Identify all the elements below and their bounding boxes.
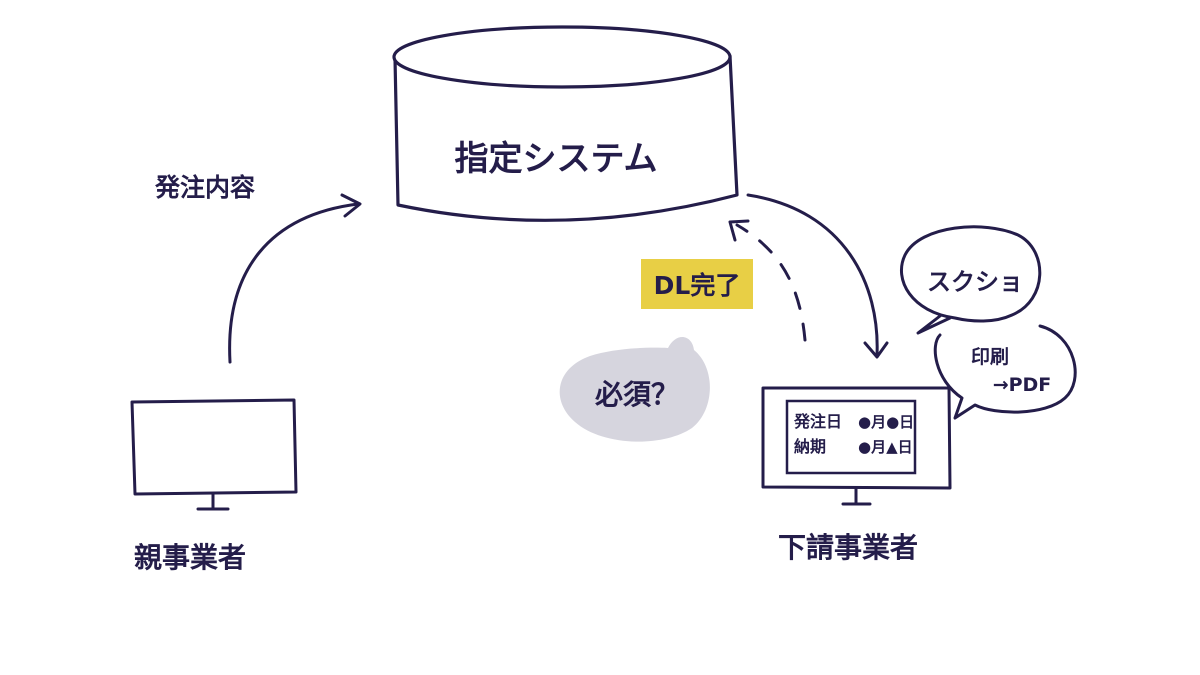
print-bubble: 印刷 →PDF — [933, 324, 1077, 420]
screenshot-bubble-shape — [899, 225, 1042, 335]
screenshot-bubble: スクショ — [899, 225, 1042, 335]
question-bubble-shape — [559, 336, 710, 442]
download-label-text: DL完了 — [654, 271, 741, 300]
sub-monitor-screen — [785, 399, 917, 475]
download-label: DL完了 — [641, 259, 753, 309]
parent-label: 親事業者 — [134, 541, 246, 574]
order-arrow-label: 発注内容 — [154, 173, 255, 202]
database-top — [392, 25, 732, 89]
question-bubble: 必須？ — [559, 336, 710, 442]
download-arrow — [728, 219, 807, 342]
delivery-arrow-head — [863, 341, 889, 359]
download-label-box — [641, 259, 753, 309]
order-arrow: 発注内容 — [154, 173, 362, 364]
sub-monitor: 発注日 ●月●日 納期 ●月▲日 下請事業者 — [761, 386, 952, 564]
sub-label: 下請事業者 — [778, 531, 918, 564]
screen-row-label-2: 納期 — [794, 437, 826, 456]
delivery-arrow-curve — [746, 193, 879, 357]
print-bubble-shape — [933, 324, 1077, 420]
delivery-arrow — [746, 193, 889, 359]
print-bubble-line2: →PDF — [993, 374, 1052, 396]
screen-row-value-1: ●月●日 — [858, 413, 914, 431]
download-arrow-head — [728, 219, 750, 242]
system-label: 指定システム — [455, 139, 658, 179]
database-body — [393, 54, 739, 222]
question-bubble-text: 必須？ — [595, 378, 679, 411]
screen-row-value-2: ●月▲日 — [858, 438, 913, 456]
parent-monitor-stand — [196, 492, 230, 511]
sub-monitor-stand — [841, 486, 872, 506]
screen-row-label-1: 発注日 — [793, 412, 842, 431]
screenshot-bubble-text: スクショ — [927, 268, 1023, 296]
order-arrow-head — [340, 193, 362, 218]
order-arrow-curve — [228, 202, 360, 364]
parent-monitor: 親事業者 — [130, 398, 298, 574]
download-arrow-curve — [735, 223, 807, 342]
parent-monitor-screen — [130, 398, 298, 496]
system-database: 指定システム — [392, 25, 739, 222]
print-bubble-line1: 印刷 — [971, 346, 1009, 368]
